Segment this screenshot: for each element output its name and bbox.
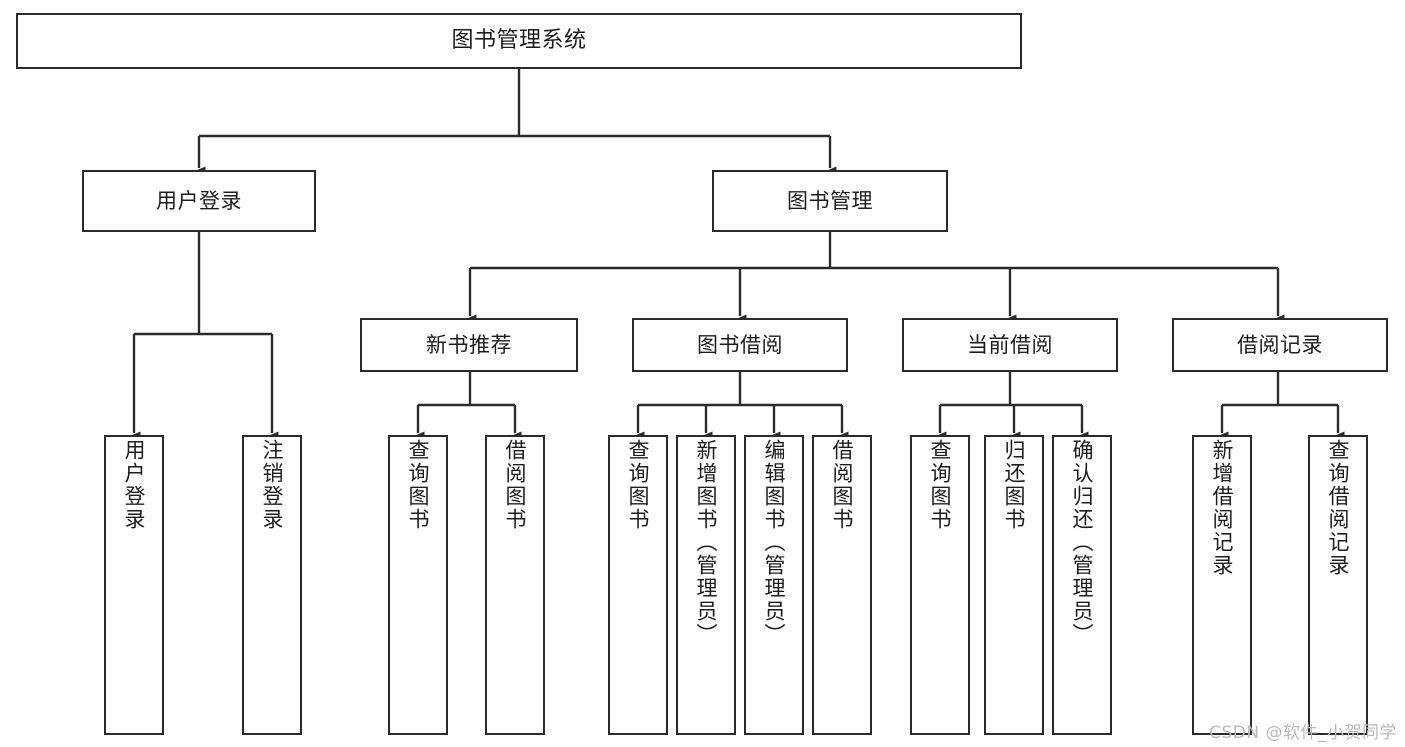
node-leaf-query-book-newbook[interactable]: 查询图书 [388,435,448,735]
node-label: 用户登录 [156,188,242,213]
node-label: 图书管理系统 [451,28,587,54]
node-leaf-query-book-borrow[interactable]: 查询图书 [608,435,668,735]
node-leaf-add-book-admin[interactable]: 新增图书（管理员） [676,435,736,735]
node-label: 注销登录 [260,439,285,531]
node-label: 图书管理 [787,188,873,213]
node-label: 新增借阅记录 [1210,439,1235,577]
node-user-login[interactable]: 用户登录 [82,170,316,232]
node-leaf-return-book[interactable]: 归还图书 [984,435,1044,735]
node-label: 新增图书（管理员） [694,439,719,646]
node-borrow-record[interactable]: 借阅记录 [1172,318,1388,372]
node-label: 查询图书 [626,439,651,531]
node-label: 新书推荐 [426,332,512,357]
csdn-watermark: CSDN @软件_小贺同学 [1209,723,1397,743]
node-label: 归还图书 [1002,439,1027,531]
node-book-borrow[interactable]: 图书借阅 [632,318,848,372]
node-leaf-edit-book-admin[interactable]: 编辑图书（管理员） [744,435,804,735]
node-leaf-borrow-book-borrow[interactable]: 借阅图书 [812,435,872,735]
node-label: 查询图书 [406,439,431,531]
node-label: 用户登录 [122,439,147,531]
node-label: 图书借阅 [697,332,783,357]
node-book-management[interactable]: 图书管理 [712,170,948,232]
node-leaf-add-borrow-record[interactable]: 新增借阅记录 [1192,435,1252,735]
node-label: 当前借阅 [967,332,1053,357]
node-new-book-recommend[interactable]: 新书推荐 [360,318,578,372]
node-label: 编辑图书（管理员） [762,439,787,646]
node-leaf-user-logout[interactable]: 注销登录 [242,435,302,735]
node-leaf-confirm-return-admin[interactable]: 确认归还（管理员） [1052,435,1112,735]
node-label: 借阅记录 [1237,332,1323,357]
node-label: 借阅图书 [830,439,855,531]
node-label: 查询图书 [928,439,953,531]
node-label: 借阅图书 [503,439,528,531]
node-current-borrow[interactable]: 当前借阅 [902,318,1118,372]
node-leaf-user-login[interactable]: 用户登录 [104,435,164,735]
node-leaf-query-borrow-record[interactable]: 查询借阅记录 [1308,435,1368,735]
node-root-book-management-system[interactable]: 图书管理系统 [16,13,1022,69]
node-label: 查询借阅记录 [1326,439,1351,577]
node-label: 确认归还（管理员） [1070,439,1095,646]
node-leaf-borrow-book-newbook[interactable]: 借阅图书 [485,435,545,735]
node-leaf-query-book-current[interactable]: 查询图书 [910,435,970,735]
